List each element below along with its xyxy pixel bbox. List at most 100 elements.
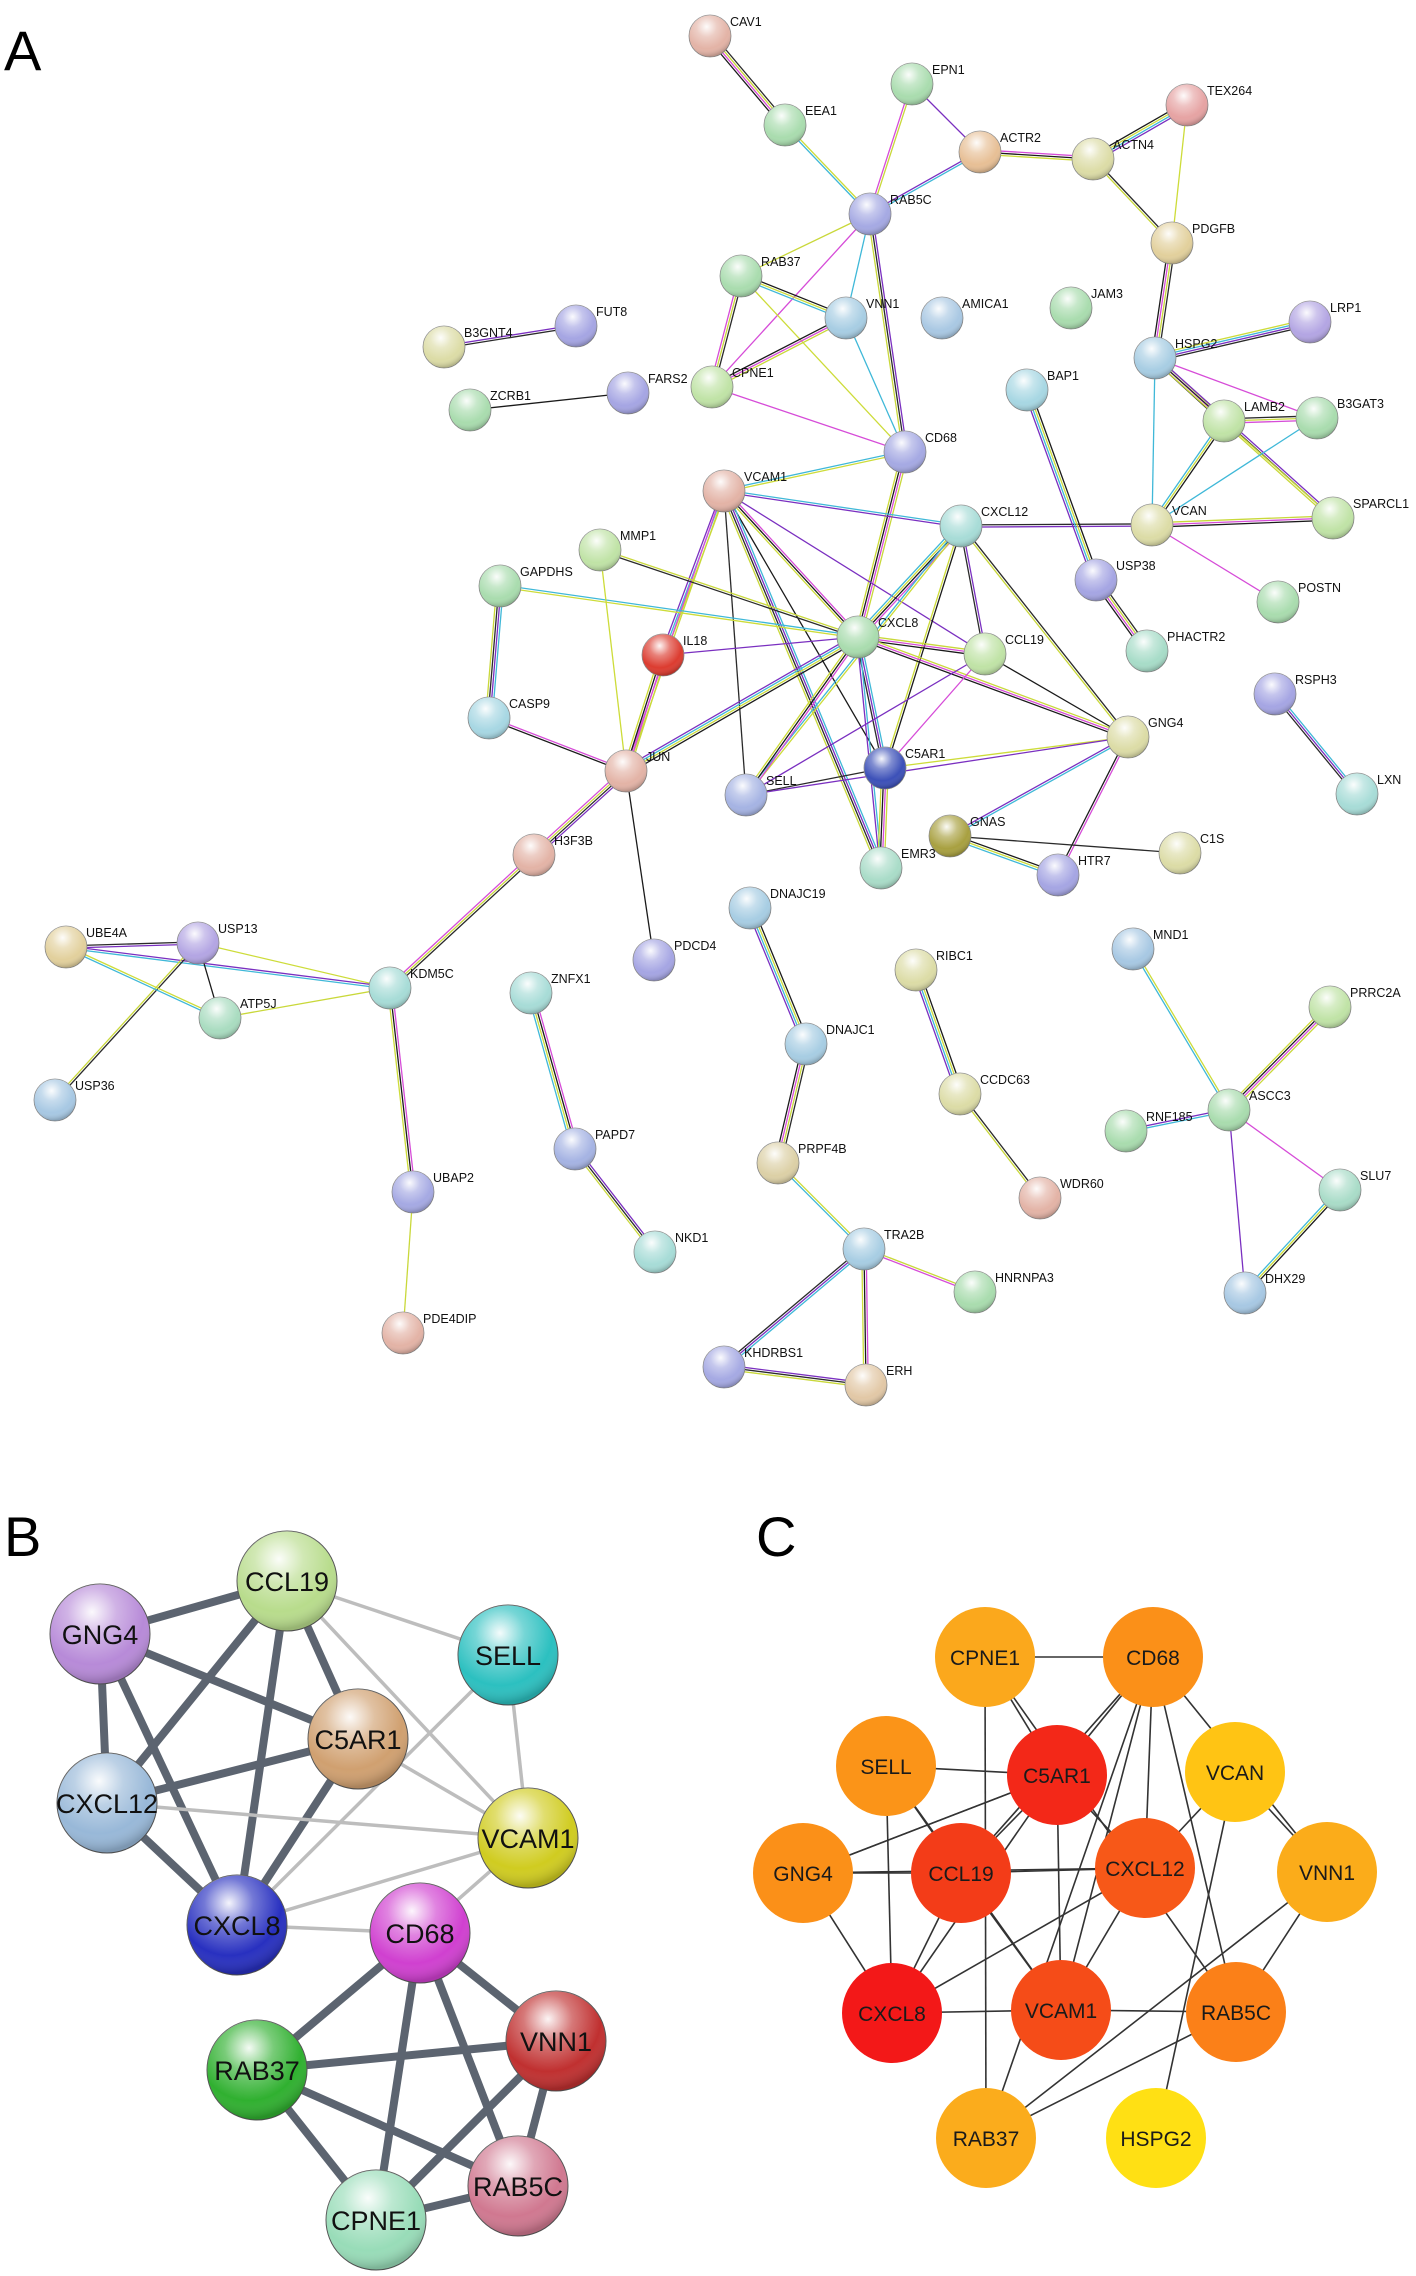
node-lrp1[interactable]: LRP1: [1288, 300, 1361, 344]
node-emr3[interactable]: EMR3: [859, 846, 936, 890]
node-sell[interactable]: SELL: [457, 1604, 559, 1706]
node-sell[interactable]: SELL: [724, 773, 797, 817]
node-b3gnt4[interactable]: B3GNT4: [422, 325, 513, 369]
node-actr2[interactable]: ACTR2: [958, 130, 1041, 174]
node-cd68[interactable]: CD68: [883, 430, 957, 474]
node-ccdc63[interactable]: CCDC63: [938, 1072, 1030, 1116]
node-zcrb1[interactable]: ZCRB1: [448, 388, 531, 432]
node-prrc2a[interactable]: PRRC2A: [1308, 985, 1401, 1029]
node-cxcl8[interactable]: CXCL8: [842, 1963, 942, 2063]
node-hspg2[interactable]: HSPG2: [1106, 2088, 1206, 2188]
node-cxcl12[interactable]: CXCL12: [939, 504, 1028, 548]
node-epn1[interactable]: EPN1: [890, 62, 965, 106]
node-cxcl8[interactable]: CXCL8: [836, 615, 918, 659]
node-usp13[interactable]: USP13: [176, 921, 258, 965]
node-rab5c[interactable]: RAB5C: [848, 192, 932, 236]
node-fars2[interactable]: FARS2: [606, 371, 688, 415]
node-tex264[interactable]: TEX264: [1165, 83, 1252, 127]
node-usp38[interactable]: USP38: [1074, 558, 1156, 602]
node-c5ar1[interactable]: C5AR1: [1007, 1725, 1107, 1825]
node-rab37[interactable]: RAB37: [206, 2019, 308, 2121]
node-prpf4b[interactable]: PRPF4B: [756, 1141, 847, 1185]
node-sell[interactable]: SELL: [836, 1716, 936, 1816]
node-gapdhs[interactable]: GAPDHS: [478, 564, 573, 608]
node-rsph3[interactable]: RSPH3: [1253, 672, 1337, 716]
node-dhx29[interactable]: DHX29: [1223, 1271, 1305, 1315]
node-khdrbs1[interactable]: KHDRBS1: [702, 1345, 803, 1389]
node-h3f3b[interactable]: H3F3B: [512, 833, 593, 877]
node-rab5c[interactable]: RAB5C: [1186, 1962, 1286, 2062]
node-cd68[interactable]: CD68: [1103, 1607, 1203, 1707]
node-ascc3[interactable]: ASCC3: [1207, 1088, 1291, 1132]
node-tra2b[interactable]: TRA2B: [842, 1227, 924, 1271]
node-rab37[interactable]: RAB37: [719, 254, 801, 298]
node-dnajc1[interactable]: DNAJC1: [784, 1022, 875, 1066]
node-vnn1[interactable]: VNN1: [505, 1990, 607, 2092]
node-mnd1[interactable]: MND1: [1111, 927, 1188, 971]
node-pdgfb[interactable]: PDGFB: [1150, 221, 1235, 265]
node-sparcl1[interactable]: SPARCL1: [1311, 496, 1409, 540]
node-vcam1[interactable]: VCAM1: [477, 1787, 579, 1889]
node-cpne1[interactable]: CPNE1: [325, 2169, 427, 2271]
node-gng4[interactable]: GNG4: [1106, 715, 1183, 759]
node-rab5c[interactable]: RAB5C: [467, 2135, 569, 2237]
node-slu7[interactable]: SLU7: [1318, 1168, 1391, 1212]
node-c5ar1[interactable]: C5AR1: [863, 746, 945, 790]
node-wdr60[interactable]: WDR60: [1018, 1176, 1104, 1220]
node-cd68[interactable]: CD68: [369, 1882, 471, 1984]
node-atp5j[interactable]: ATP5J: [198, 996, 277, 1040]
node-ccl19[interactable]: CCL19: [911, 1823, 1011, 1923]
node-c5ar1[interactable]: C5AR1: [307, 1688, 409, 1790]
node-ribc1[interactable]: RIBC1: [894, 948, 973, 992]
node-dnajc19[interactable]: DNAJC19: [728, 886, 826, 930]
node-casp9[interactable]: CASP9: [467, 696, 550, 740]
node-vcam1[interactable]: VCAM1: [1011, 1960, 1111, 2060]
node-b3gat3[interactable]: B3GAT3: [1295, 396, 1384, 440]
node-c1s[interactable]: C1S: [1158, 831, 1224, 875]
node-vcan[interactable]: VCAN: [1130, 503, 1207, 547]
node-ccl19[interactable]: CCL19: [963, 632, 1044, 676]
node-vcam1[interactable]: VCAM1: [702, 469, 787, 513]
node-cpne1[interactable]: CPNE1: [935, 1607, 1035, 1707]
node-znfx1[interactable]: ZNFX1: [509, 971, 591, 1015]
node-erh[interactable]: ERH: [844, 1363, 912, 1407]
node-cav1[interactable]: CAV1: [688, 14, 762, 58]
node-eea1[interactable]: EEA1: [763, 103, 837, 147]
node-fut8[interactable]: FUT8: [554, 304, 627, 348]
node-kdm5c[interactable]: KDM5C: [368, 966, 454, 1010]
node-phactr2[interactable]: PHACTR2: [1125, 629, 1225, 673]
node-actn4[interactable]: ACTN4: [1071, 137, 1154, 181]
node-htr7[interactable]: HTR7: [1036, 853, 1111, 897]
node-papd7[interactable]: PAPD7: [553, 1127, 635, 1171]
node-vcan[interactable]: VCAN: [1185, 1722, 1285, 1822]
node-cxcl12[interactable]: CXCL12: [1095, 1818, 1195, 1918]
node-jam3[interactable]: JAM3: [1049, 286, 1123, 330]
node-usp36[interactable]: USP36: [33, 1078, 115, 1122]
node-ubap2[interactable]: UBAP2: [391, 1170, 474, 1214]
node-cxcl8[interactable]: CXCL8: [186, 1874, 288, 1976]
node-ube4a[interactable]: UBE4A: [44, 925, 128, 969]
node-rab37[interactable]: RAB37: [936, 2088, 1036, 2188]
node-nkd1[interactable]: NKD1: [633, 1230, 708, 1274]
node-lamb2[interactable]: LAMB2: [1202, 399, 1285, 443]
node-hnrnpa3[interactable]: HNRNPA3: [953, 1270, 1054, 1314]
node-cpne1[interactable]: CPNE1: [690, 365, 774, 409]
node-postn[interactable]: POSTN: [1256, 580, 1341, 624]
node-gnas[interactable]: GNAS: [928, 814, 1005, 858]
node-jun[interactable]: JUN: [604, 749, 670, 793]
node-hspg2[interactable]: HSPG2: [1133, 336, 1217, 380]
node-il18[interactable]: IL18: [641, 633, 707, 677]
node-pde4dip[interactable]: PDE4DIP: [381, 1311, 477, 1355]
node-lxn[interactable]: LXN: [1335, 772, 1401, 816]
node-amica1[interactable]: AMICA1: [920, 296, 1009, 340]
node-bap1[interactable]: BAP1: [1005, 368, 1079, 412]
node-vnn1[interactable]: VNN1: [824, 296, 899, 340]
node-gng4[interactable]: GNG4: [753, 1823, 853, 1923]
node-pdcd4[interactable]: PDCD4: [632, 938, 716, 982]
node-gng4[interactable]: GNG4: [49, 1583, 151, 1685]
node-ccl19[interactable]: CCL19: [236, 1530, 338, 1632]
node-vnn1[interactable]: VNN1: [1277, 1822, 1377, 1922]
node-mmp1[interactable]: MMP1: [578, 528, 656, 572]
node-cxcl12[interactable]: CXCL12: [56, 1752, 158, 1854]
node-rnf185[interactable]: RNF185: [1104, 1109, 1193, 1153]
